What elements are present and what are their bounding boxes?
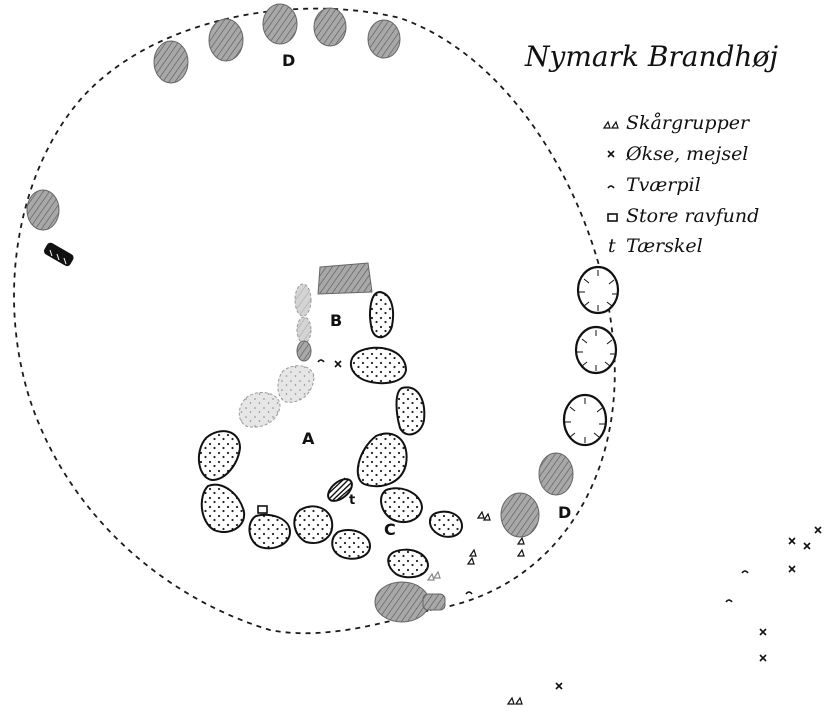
chamber-stone	[395, 386, 426, 436]
side-stone-light	[238, 391, 281, 428]
curb-stone-bottom	[374, 581, 430, 623]
label-d-top: D	[282, 51, 295, 70]
legend-label: Skårgrupper	[626, 112, 751, 134]
legend-label: Tværpil	[626, 174, 701, 196]
arrowhead-icon	[607, 185, 615, 189]
arrowhead-finds	[317, 359, 749, 603]
axe-finds	[334, 360, 822, 690]
amber-find	[257, 505, 268, 514]
chamber-stone	[380, 487, 424, 524]
chamber-stone	[387, 548, 430, 579]
axe-icon	[607, 150, 615, 158]
chamber-stone	[248, 513, 292, 550]
curb-stone-left	[26, 189, 60, 231]
label-c: C	[384, 520, 396, 539]
side-stone-light	[277, 365, 315, 403]
legend-item: Store ravfund	[607, 205, 759, 227]
shard-group-finds	[426, 510, 525, 705]
label-a: A	[302, 429, 315, 448]
ringed-stone-ticks	[565, 270, 618, 443]
curb-stone	[208, 18, 244, 62]
legend-item: Økse, mejsel	[607, 143, 748, 165]
cap-stone	[317, 262, 373, 295]
dark-fragment-marks	[49, 249, 67, 265]
curb-stones-top	[153, 3, 401, 84]
chamber-stone	[197, 430, 242, 482]
amber-icon	[607, 213, 618, 222]
curb-stone	[538, 452, 574, 496]
curb-stone	[500, 492, 540, 538]
chamber-a-stones	[197, 346, 464, 579]
ringed-stone	[576, 265, 620, 315]
curb-stones-right	[562, 265, 620, 447]
curb-stone	[313, 7, 347, 47]
side-stone-light	[294, 283, 312, 317]
curb-stone	[367, 19, 401, 59]
chamber-stone	[369, 290, 395, 339]
label-b: B	[330, 311, 342, 330]
ringed-stone	[574, 325, 618, 375]
legend-item: Skårgrupper	[602, 112, 751, 134]
legend: Skårgrupper Økse, mejsel Tværpil Store r…	[602, 112, 759, 257]
legend-item: t Tærskel	[608, 235, 703, 257]
chamber-stone	[356, 432, 408, 488]
threshold-stone	[327, 477, 353, 502]
label-t: t	[349, 493, 355, 508]
shard-group-icon	[602, 120, 619, 129]
side-stone-dark	[296, 340, 312, 362]
dark-fragment	[43, 242, 74, 267]
curb-stone	[153, 40, 189, 84]
curb-stone-bottom-small	[422, 593, 446, 611]
label-d-right: D	[558, 503, 571, 522]
mound-outline	[13, 7, 616, 635]
legend-label: Økse, mejsel	[625, 143, 748, 165]
chamber-stone	[200, 483, 246, 533]
chamber-stone	[349, 346, 408, 385]
chamber-stone	[331, 528, 372, 560]
plan-title: Nymark Brandhøj	[524, 40, 778, 73]
legend-label: Store ravfund	[626, 205, 759, 227]
side-stone-light	[296, 316, 312, 344]
legend-item: Tværpil	[607, 174, 701, 196]
ringed-stone	[562, 393, 608, 447]
legend-label: Tærskel	[626, 235, 703, 257]
curb-stone	[262, 3, 298, 45]
chamber-stone	[428, 510, 464, 538]
threshold-icon: t	[608, 235, 616, 257]
chamber-stone	[293, 505, 334, 544]
